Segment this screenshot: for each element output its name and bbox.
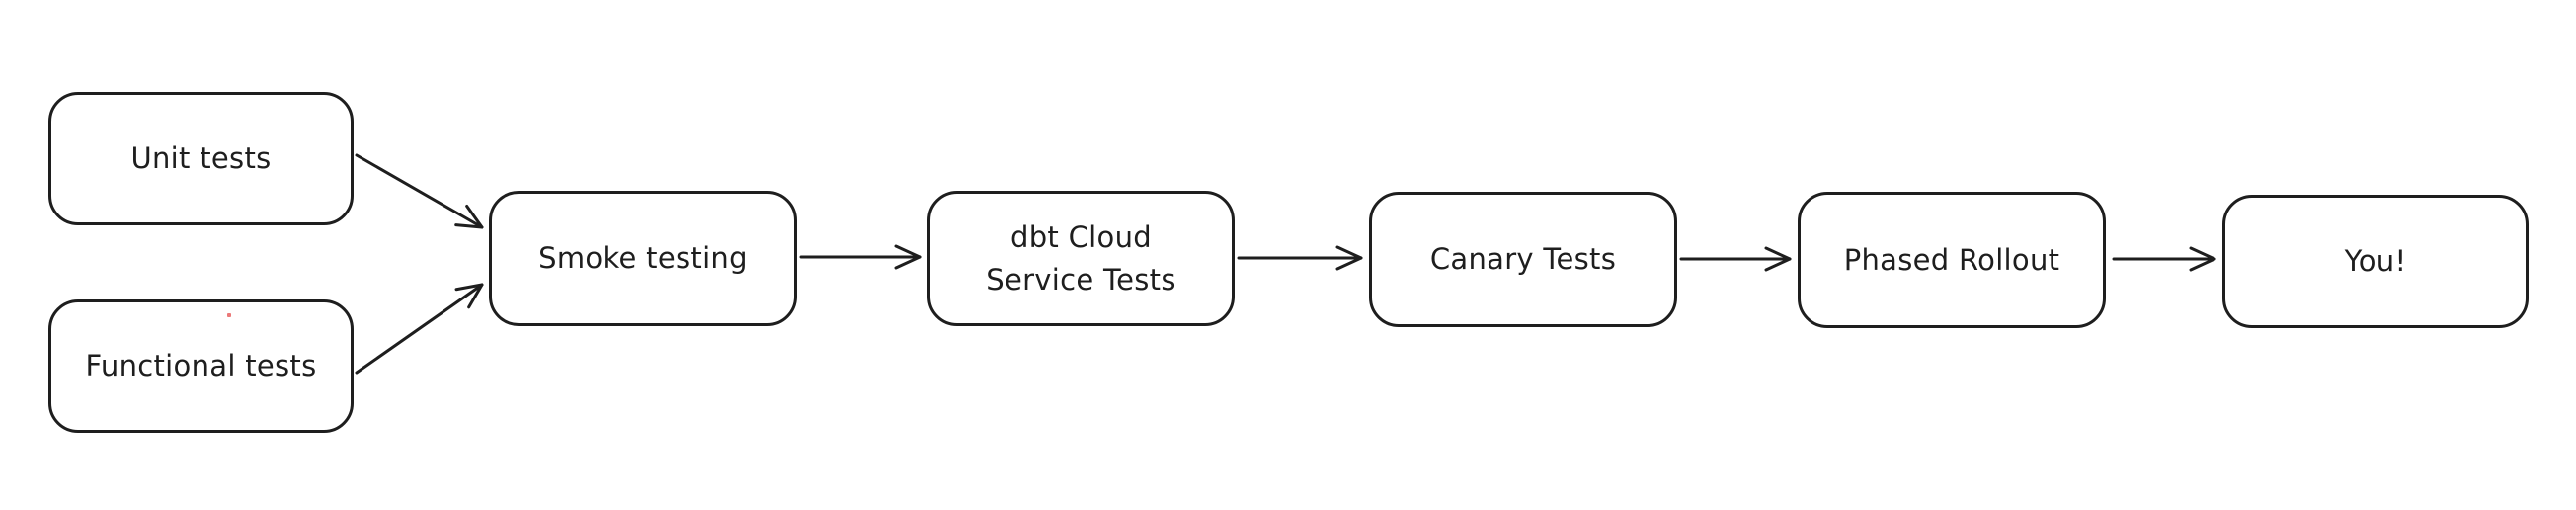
node-you: You! — [2222, 195, 2529, 328]
node-phased-rollout-label: Phased Rollout — [1843, 242, 2060, 277]
node-canary-tests: Canary Tests — [1369, 192, 1677, 327]
arrow-unit-tests-to-smoke-testing — [355, 153, 484, 229]
red-dot-artifact — [227, 313, 231, 317]
node-smoke-testing: Smoke testing — [489, 191, 797, 326]
node-canary-tests-label: Canary Tests — [1429, 242, 1617, 277]
node-you-label: You! — [2344, 244, 2407, 279]
node-functional-tests-label: Functional tests — [85, 349, 317, 383]
node-dbt-cloud-service-tests-label: dbt Cloud Service Tests — [986, 220, 1176, 297]
node-unit-tests-label: Unit tests — [130, 141, 272, 176]
arrow-functional-tests-to-smoke-testing — [355, 283, 484, 375]
node-phased-rollout: Phased Rollout — [1798, 192, 2106, 328]
node-smoke-testing-label: Smoke testing — [538, 241, 748, 276]
node-functional-tests: Functional tests — [48, 299, 354, 433]
node-dbt-cloud-service-tests: dbt Cloud Service Tests — [927, 191, 1235, 326]
node-unit-tests: Unit tests — [48, 92, 354, 225]
